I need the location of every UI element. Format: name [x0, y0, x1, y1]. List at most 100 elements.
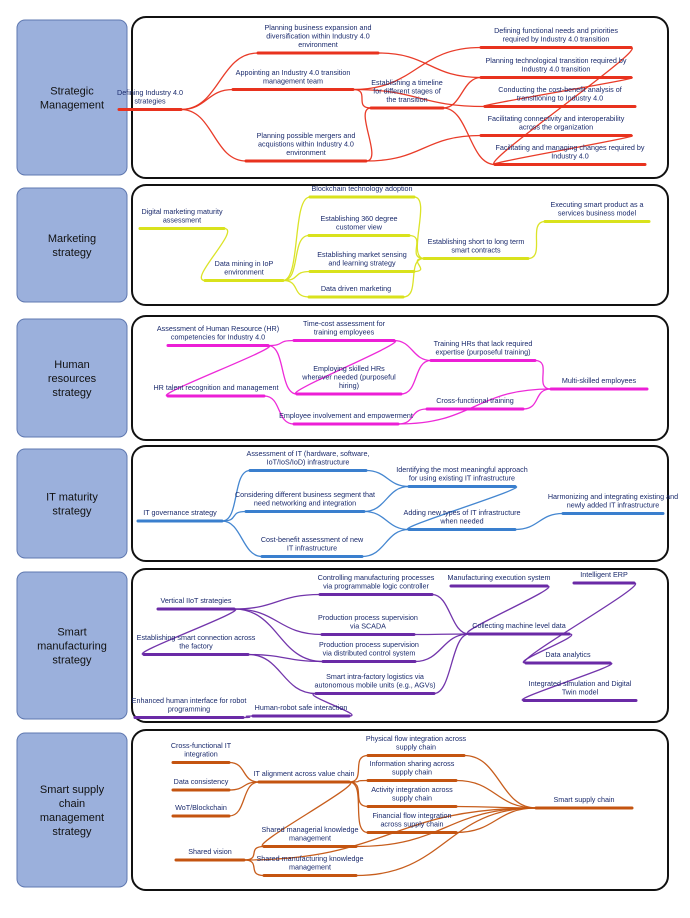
connector	[521, 662, 613, 702]
connector	[365, 469, 410, 488]
connector	[180, 108, 247, 162]
connector	[352, 88, 486, 108]
connector	[348, 781, 369, 834]
node-label: Facilitating and managing changes requir…	[495, 143, 644, 161]
connector	[522, 633, 573, 664]
connector	[463, 754, 537, 809]
connector	[141, 608, 237, 656]
node-label: Collecting machine level data	[472, 621, 566, 630]
node-label: Planning technological transition requir…	[485, 56, 626, 74]
node-label: Considering different business segment t…	[235, 490, 375, 508]
connector	[361, 528, 410, 558]
connector	[221, 469, 251, 522]
node-label: Employee involvement and empowerment	[279, 411, 413, 420]
connector	[282, 279, 310, 298]
connector	[228, 781, 260, 817]
node-label: Assessment of IT (hardware, software,IoT…	[247, 449, 370, 467]
connector	[413, 196, 425, 260]
connector	[431, 593, 470, 635]
connector	[393, 339, 432, 362]
connector	[397, 388, 552, 425]
connector	[312, 692, 353, 717]
node-label: Data analytics	[545, 650, 591, 659]
connector	[363, 510, 410, 531]
connector	[180, 88, 234, 111]
node-label: Facilitating connectivity and interopera…	[488, 114, 625, 132]
connector	[365, 134, 482, 162]
connector	[348, 754, 369, 783]
node-label: Cross-functional training	[436, 396, 514, 405]
connector	[514, 512, 564, 531]
connector	[200, 227, 229, 282]
connector	[442, 76, 482, 109]
node-label: Shared vision	[188, 847, 232, 856]
connector	[233, 608, 323, 636]
connector	[408, 234, 425, 260]
connector	[377, 52, 482, 79]
section-label-box	[16, 318, 128, 438]
connector	[466, 585, 550, 635]
connector	[406, 485, 518, 531]
node-label: Blockchain technology adoption	[311, 184, 412, 193]
node-label: WoT/Blockchain	[175, 803, 227, 812]
connector	[221, 520, 263, 558]
connector	[355, 807, 537, 877]
connector	[400, 359, 432, 395]
connector	[363, 485, 410, 513]
node-label: Defining functional needs and priorities…	[494, 26, 618, 44]
section-label-box	[16, 19, 128, 176]
connector	[247, 653, 317, 695]
section-container	[131, 729, 669, 891]
connector	[261, 781, 352, 848]
connector	[242, 715, 254, 719]
node-label: Identifying the most meaningful approach…	[396, 465, 527, 483]
node-label: HR talent recognition and management	[153, 383, 278, 392]
node-label: Data driven marketing	[321, 284, 391, 293]
section-container	[131, 568, 669, 723]
connector	[221, 510, 247, 522]
node-label: Multi-skilled employees	[562, 376, 637, 385]
connector	[527, 220, 546, 260]
section-container	[131, 16, 669, 179]
section-label-box	[16, 448, 128, 559]
section-container	[131, 445, 669, 562]
connector	[534, 359, 552, 390]
connector	[165, 344, 271, 397]
connector	[267, 344, 298, 395]
connector	[282, 196, 311, 282]
section-label-box	[16, 187, 128, 303]
